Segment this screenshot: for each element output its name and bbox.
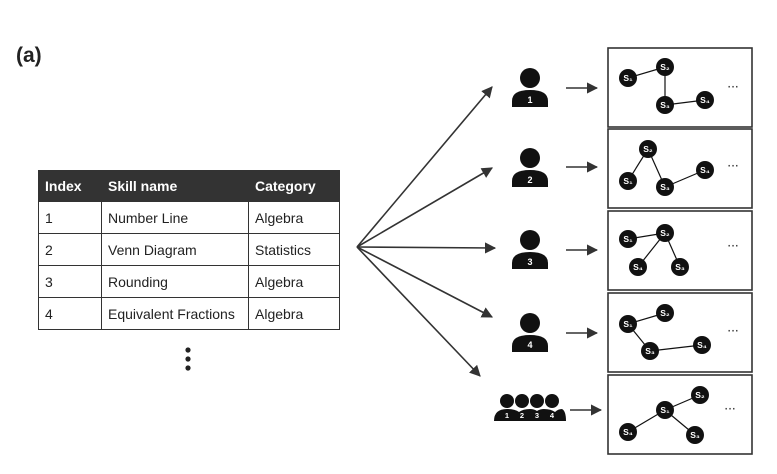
header-skill-name: Skill name: [101, 170, 249, 202]
graph-ellipsis: ···: [727, 324, 738, 338]
cell-skill-name: Equivalent Fractions: [101, 297, 249, 330]
cell-index: 3: [38, 265, 102, 298]
node-s3: S₃: [675, 262, 685, 272]
node-s1: S₁: [623, 234, 633, 244]
table-row: 2 Venn Diagram Statistics: [38, 233, 340, 266]
graph-ellipsis: ···: [727, 239, 738, 253]
student-1-number: 1: [527, 95, 532, 105]
panel-label: (a): [16, 44, 42, 67]
node-s4: S₄: [633, 262, 643, 272]
student-3-number: 3: [527, 257, 532, 267]
table-row: 3 Rounding Algebra: [38, 265, 340, 298]
cell-category: Algebra: [248, 297, 340, 330]
cell-skill-name: Number Line: [101, 201, 249, 234]
cell-category: Algebra: [248, 201, 340, 234]
cell-index: 4: [38, 297, 102, 330]
header-category: Category: [248, 170, 340, 202]
group-icon: 1 2 3 4: [494, 394, 566, 421]
fan-arrow-group: [356, 246, 481, 377]
graph-ellipsis: ···: [727, 80, 738, 94]
person-icon: 1: [512, 68, 548, 107]
person-icon: 4: [512, 313, 548, 352]
group-member-2: 2: [520, 411, 524, 420]
node-s1: S₁: [623, 73, 633, 83]
cell-category: Algebra: [248, 265, 340, 298]
skill-graph-group: S₁ S₂ S₃ S₄ ···: [607, 374, 753, 455]
cell-category: Statistics: [248, 233, 340, 266]
group-member-4: 4: [550, 411, 555, 420]
node-s3: S₃: [645, 346, 655, 356]
fan-arrow-student-3: [356, 242, 497, 254]
skill-table: Index Skill name Category 1 Number Line …: [38, 170, 340, 330]
node-s1: S₁: [623, 176, 633, 186]
node-s2: S₂: [660, 228, 670, 238]
vertical-ellipsis-icon: [185, 347, 191, 371]
node-s3: S₃: [660, 100, 670, 110]
cell-skill-name: Rounding: [101, 265, 249, 298]
node-s3: S₃: [660, 182, 670, 192]
node-s2: S₂: [695, 390, 705, 400]
node-s2: S₂: [660, 308, 670, 318]
fan-arrow-student-1: [356, 86, 493, 248]
node-s1: S₁: [660, 405, 670, 415]
node-s4: S₄: [623, 427, 633, 437]
graph-ellipsis: ···: [727, 159, 738, 173]
person-icon: 2: [512, 148, 548, 187]
skill-graph-2: S₁ S₂ S₃ S₄ ···: [607, 128, 753, 209]
skill-graph-4: S₁ S₂ S₃ S₄ ···: [607, 292, 753, 373]
node-s2: S₂: [643, 144, 653, 154]
group-member-3: 3: [535, 411, 539, 420]
student-4-number: 4: [527, 340, 532, 350]
node-s3: S₃: [690, 430, 700, 440]
table-header-row: Index Skill name Category: [38, 170, 340, 202]
table-row: 1 Number Line Algebra: [38, 201, 340, 234]
skill-graph-1: S₁ S₂ S₃ S₄ ···: [607, 47, 753, 128]
node-s4: S₄: [700, 95, 710, 105]
fan-arrow-student-2: [356, 167, 493, 248]
node-s2: S₂: [660, 62, 670, 72]
node-s4: S₄: [700, 165, 710, 175]
student-2-number: 2: [527, 175, 532, 185]
node-s1: S₁: [623, 319, 633, 329]
person-icon: 3: [512, 230, 548, 269]
graph-ellipsis: ···: [724, 402, 735, 416]
fan-arrow-student-4: [356, 246, 493, 318]
skill-graph-3: S₁ S₂ S₃ S₄ ···: [607, 210, 753, 291]
node-s4: S₄: [697, 340, 707, 350]
table-row: 4 Equivalent Fractions Algebra: [38, 297, 340, 330]
group-member-1: 1: [505, 411, 509, 420]
